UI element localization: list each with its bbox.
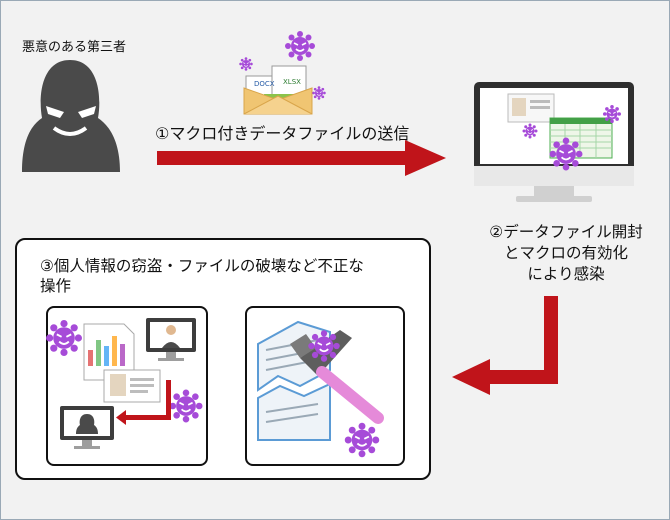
virus-icon xyxy=(307,329,341,363)
step1-label: ①マクロ付きデータファイルの送信 xyxy=(155,124,410,143)
virus-icon xyxy=(284,30,316,62)
xlsx-tag: XLSX xyxy=(283,78,301,86)
id-card-icon xyxy=(103,369,161,403)
step2-label: ②データファイル開封 とマクロの有効化 により感染 xyxy=(462,222,670,285)
infection-arrow xyxy=(452,296,558,395)
step2-line3: により感染 xyxy=(527,265,605,283)
send-arrow xyxy=(157,140,446,176)
torn-document-icon xyxy=(257,320,331,441)
attacker-label: 悪意のある第三者 xyxy=(22,40,127,55)
chart-document-icon xyxy=(83,323,135,381)
docx-tag: DOCX xyxy=(254,80,275,88)
virus-icon xyxy=(238,56,254,72)
virus-icon xyxy=(602,104,622,124)
virus-icon xyxy=(548,136,584,172)
attacker-icon xyxy=(22,60,120,172)
monitor-icon xyxy=(146,318,196,361)
step2-line2: とマクロの有効化 xyxy=(503,244,628,262)
virus-icon xyxy=(45,319,83,357)
email-envelope-icon: DOCX XLSX xyxy=(243,65,313,115)
virus-icon xyxy=(343,421,381,459)
monitor-icon xyxy=(474,82,634,202)
attacker-monitor-icon xyxy=(60,406,114,449)
exfiltration-arrow xyxy=(116,380,171,425)
step3-label: ③個人情報の窃盗・ファイルの破壊など不正な 操作 xyxy=(40,256,430,296)
virus-icon xyxy=(522,123,538,139)
virus-icon xyxy=(168,388,204,424)
virus-icon xyxy=(311,85,327,101)
step3-line2: 操作 xyxy=(40,277,72,295)
step2-line1: ②データファイル開封 xyxy=(489,223,643,241)
step3-line1: ③個人情報の窃盗・ファイルの破壊など不正な xyxy=(40,257,364,275)
